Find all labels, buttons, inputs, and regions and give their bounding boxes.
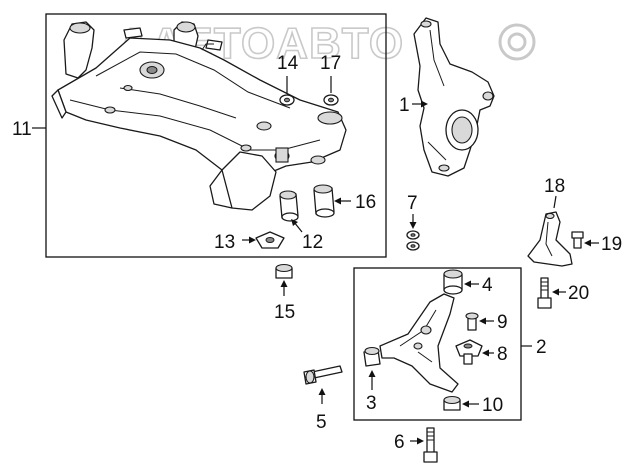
callout-17: 17: [320, 53, 341, 74]
callout-12: 12: [302, 232, 323, 253]
arrow-12: [291, 219, 298, 226]
callout-6: 6: [394, 432, 405, 453]
washer-14-drawing: [279, 94, 295, 106]
callout-19: 19: [601, 234, 622, 255]
arrow-1: [421, 100, 428, 108]
bushing-12-drawing: [279, 190, 299, 222]
bolt-6-drawing: [423, 427, 438, 463]
knuckle-drawing: [413, 17, 495, 177]
bolt-9-drawing: [465, 312, 479, 331]
arrow-7: [409, 222, 417, 229]
nut-15-drawing: [275, 263, 293, 279]
washer-17-drawing: [323, 94, 339, 106]
callout-16: 16: [355, 192, 376, 213]
callout-9: 9: [497, 312, 508, 333]
subframe-group-box: [45, 13, 387, 258]
arrow-16: [334, 197, 341, 205]
arrow-8: [482, 349, 489, 357]
washers-7-drawing: [406, 230, 420, 251]
lower-arm-drawing: [379, 293, 459, 393]
callout-18: 18: [544, 176, 565, 197]
arrow-3: [368, 370, 376, 377]
callout-10: 10: [482, 395, 503, 416]
ball-joint-8-drawing: [455, 339, 483, 365]
arrow-10: [462, 400, 469, 408]
callout-7: 7: [407, 193, 418, 214]
bolt-20-drawing: [537, 277, 552, 309]
callout-5: 5: [316, 412, 327, 433]
nut-10-drawing: [443, 395, 461, 411]
callout-3: 3: [366, 393, 377, 414]
arrow-13: [249, 236, 256, 244]
callout-14: 14: [277, 53, 299, 74]
callout-15: 15: [274, 302, 295, 323]
subframe-drawing: [51, 21, 347, 211]
bushing-16-drawing: [313, 184, 335, 218]
arrow-9: [479, 317, 486, 325]
callout-20: 20: [568, 283, 589, 304]
callout-8: 8: [497, 344, 508, 365]
leader-18: [553, 195, 557, 209]
bushing-4-drawing: [443, 269, 463, 295]
callout-1: 1: [399, 95, 410, 116]
callout-13: 13: [214, 232, 235, 253]
bushing-3-drawing: [363, 346, 381, 367]
bolt-5-drawing: [303, 365, 343, 385]
callout-4: 4: [482, 275, 493, 296]
arrow-19: [584, 239, 591, 247]
arrow-4: [464, 280, 471, 288]
bolt-19-drawing: [571, 231, 584, 249]
callout-2: 2: [536, 337, 547, 358]
bracket-18-drawing: [527, 211, 573, 267]
callout-11: 11: [12, 119, 32, 140]
arrow-20: [552, 288, 559, 296]
lower-arm-group-box: [353, 267, 522, 421]
circle-logo-icon: [498, 23, 536, 61]
arrow-6: [417, 437, 424, 445]
arrow-15: [280, 280, 288, 287]
plate-13-drawing: [255, 231, 285, 249]
arrow-5: [318, 388, 326, 395]
